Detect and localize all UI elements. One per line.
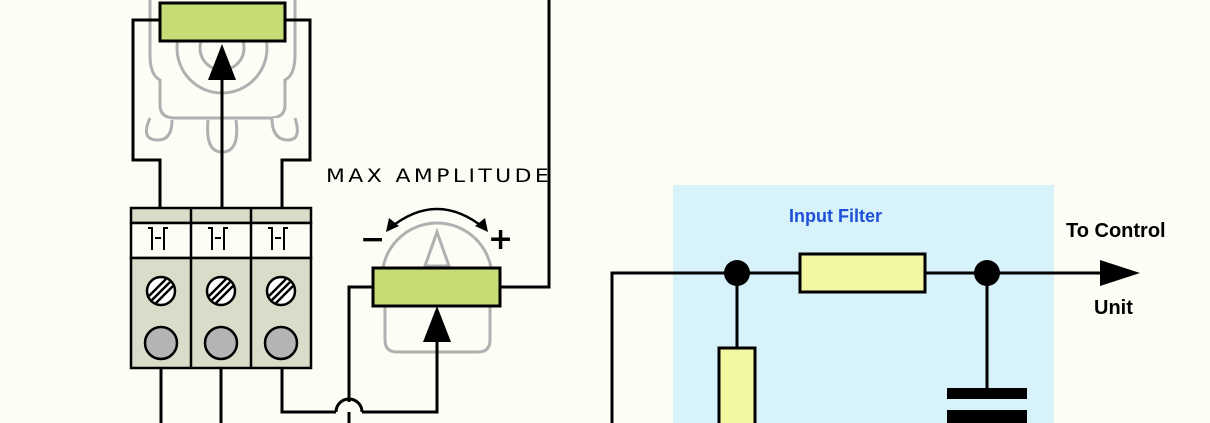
filter-series-resistor [798, 252, 927, 294]
max-amplitude-label: MAX AMPLITUDE [326, 165, 553, 187]
max-amplitude-pot-resistor [371, 266, 502, 308]
top-pot-wires [131, 18, 312, 210]
terminal-contacts [148, 227, 288, 250]
arc-arrowhead-left [386, 218, 399, 232]
plus-sign: + [488, 222, 514, 257]
unit-label: Unit [1094, 297, 1133, 319]
adjust-direction-arc [389, 207, 485, 229]
max-amplitude-wiper-arrow [423, 306, 451, 342]
top-pot-wiper-arrow [208, 44, 236, 80]
junction-node-left [724, 260, 750, 286]
to-control-label: To Control [1066, 220, 1166, 242]
output-arrow [1100, 260, 1140, 286]
top-pot-resistor [158, 1, 287, 43]
filter-capacitor-plate-bottom [947, 410, 1027, 423]
terminal-screws [143, 275, 299, 361]
filter-shunt-resistor [717, 346, 757, 423]
filter-capacitor-plate-top [947, 388, 1027, 399]
junction-node-right [974, 260, 1000, 286]
minus-sign: − [360, 222, 386, 257]
input-filter-title: Input Filter [789, 206, 882, 226]
arc-arrowhead-right [475, 218, 488, 232]
